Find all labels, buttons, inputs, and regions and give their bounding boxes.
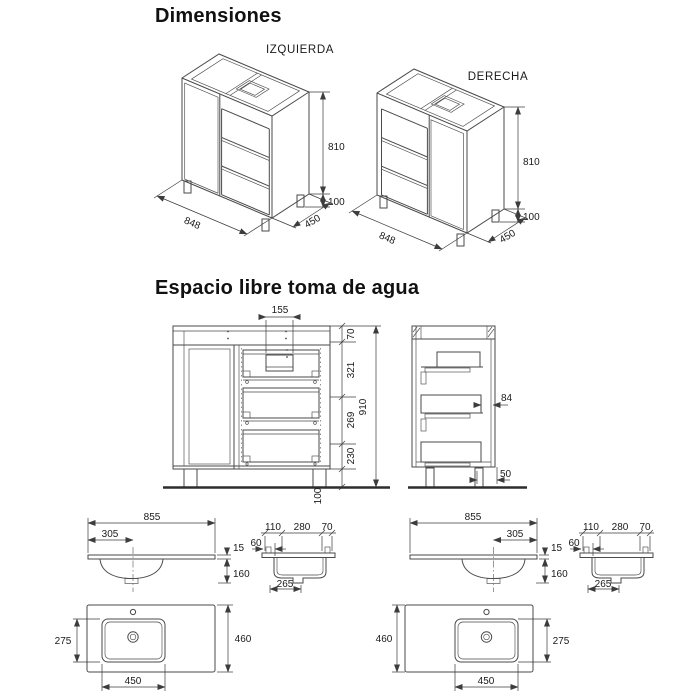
dim-legs: 100	[328, 197, 345, 208]
siphon-recess	[430, 95, 465, 113]
dim-total-depth: 460	[235, 634, 252, 645]
door-panel	[430, 119, 464, 230]
dim-width: 855	[465, 512, 482, 523]
door-panel	[188, 348, 231, 465]
dim-notch: 155	[272, 305, 289, 316]
dim-basin-depth: 275	[553, 636, 570, 647]
page-title-dimensions: Dimensiones	[155, 5, 282, 27]
height-dims: 70 321 269 230 910 100	[313, 322, 381, 504]
dim-depth: 450	[303, 213, 323, 231]
dim-basin-bottom: 265	[595, 579, 612, 590]
siphon-recess	[235, 80, 270, 98]
dim-basin-zone: 280	[294, 522, 311, 533]
iso-right-dims: 810 100 848 450	[348, 106, 540, 252]
basin-left-section-view: 110 280 70 60 265	[250, 522, 336, 593]
dim-basin-depth: 275	[55, 636, 72, 647]
faucet-hole	[129, 608, 137, 616]
dim-height: 810	[328, 142, 345, 153]
basin-bowl	[99, 558, 164, 580]
siphon-notch	[265, 354, 294, 372]
dim-basin-width: 450	[125, 676, 142, 687]
dim-height: 810	[523, 157, 540, 168]
dim-top-thickness: 15	[551, 543, 563, 554]
dim-basin-depth: 160	[551, 569, 568, 580]
iso-left-dims: 810 100 848 450	[153, 91, 345, 237]
basin-outline	[101, 618, 166, 663]
dim-rear-gap: 84	[501, 393, 513, 404]
iso-view-left: IZQUIERDA	[153, 44, 345, 237]
dim-rear-leg-offset: 50	[500, 469, 512, 480]
notch-dim: 155	[258, 305, 301, 353]
clearance-front-view: 155 70 321 269 230 910	[163, 305, 390, 504]
door-panel	[184, 82, 219, 194]
drain	[480, 631, 493, 643]
drain	[127, 631, 139, 643]
section-title-clearance: Espacio libre toma de agua	[155, 277, 420, 299]
iso-left-label: IZQUIERDA	[266, 44, 334, 56]
dim-front-zone: 110	[583, 522, 599, 533]
basin-right-section-view: 110 280 70 60 265	[568, 522, 654, 593]
dim-basin-depth: 160	[233, 569, 250, 580]
basin-right-front-view: 855 305 15 160	[409, 512, 568, 592]
drain	[124, 578, 139, 584]
dim-legs: 100	[313, 487, 324, 504]
drawer-fronts	[221, 108, 270, 216]
basin-bowl-section	[273, 557, 327, 584]
drawer-3	[242, 429, 320, 466]
drawer-profiles	[420, 351, 483, 467]
dim-top: 70	[346, 328, 357, 340]
iso-view-right: DERECHA	[348, 68, 540, 252]
dim-total-depth: 460	[376, 634, 393, 645]
dim-basin-bottom: 265	[277, 579, 294, 590]
drawer-fronts	[381, 108, 428, 215]
dim-drawer3: 230	[346, 447, 357, 464]
dim-legs: 100	[523, 212, 540, 223]
dim-basin-center: 305	[102, 529, 119, 540]
dim-width: 855	[144, 512, 161, 523]
dim-basin-width: 450	[478, 676, 495, 687]
basin-outline	[454, 618, 519, 663]
clearance-side-view: 84 50	[408, 325, 527, 489]
dim-overhang: 60	[568, 538, 580, 549]
dim-depth: 450	[498, 228, 518, 246]
rear-leg-dim: 50	[469, 467, 512, 484]
dim-width: 848	[377, 230, 397, 247]
dim-rear-zone: 70	[321, 522, 333, 533]
dim-drawer2: 269	[346, 411, 357, 428]
drawer-1	[242, 349, 320, 384]
dim-front-zone: 110	[265, 522, 281, 533]
dim-basin-zone: 280	[612, 522, 629, 533]
dim-total: 910	[358, 398, 369, 415]
basin-right-top-view: 460 275 450	[376, 604, 570, 691]
wall-hatch	[411, 325, 496, 340]
dim-top-thickness: 15	[233, 543, 245, 554]
basin-left-top-view: 275 460 450	[55, 604, 252, 691]
faucet-hole	[483, 608, 490, 616]
basin-left-front-view: 855 305 15 160	[87, 512, 250, 592]
dim-rear-zone: 70	[639, 522, 651, 533]
dim-width: 848	[182, 215, 202, 232]
dim-overhang: 60	[250, 538, 262, 549]
legs	[425, 467, 484, 488]
legs	[183, 468, 327, 488]
dim-drawer1: 321	[346, 361, 357, 378]
rear-gap-dim: 84	[473, 393, 513, 411]
drawer-2	[242, 387, 320, 425]
basin-bowl-section	[591, 557, 645, 584]
iso-right-label: DERECHA	[468, 71, 528, 83]
dim-basin-center: 305	[507, 529, 524, 540]
